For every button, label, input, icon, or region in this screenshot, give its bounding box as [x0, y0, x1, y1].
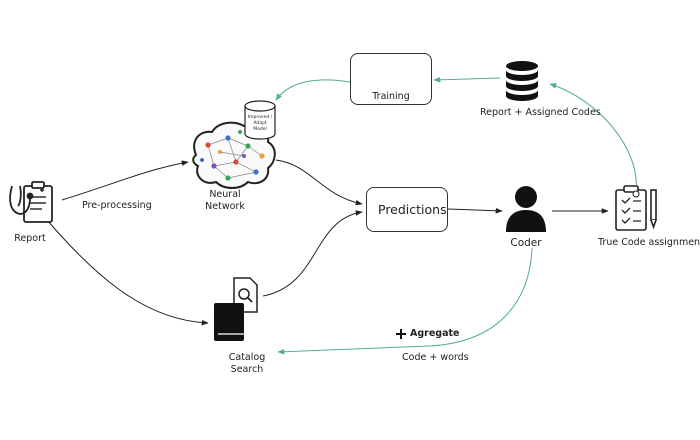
- arrow-catalog-to-predictions: [262, 210, 363, 297]
- report-assigned-label: Report + Assigned Codes: [480, 107, 601, 118]
- code-words-label: Code + words: [402, 352, 469, 363]
- aggregate-label: Agregate: [410, 328, 460, 339]
- arrow-database-to-training: [433, 77, 501, 83]
- improved-model-label: Improved / Adapt Model: [247, 115, 273, 132]
- true-code-label: True Code assignment: [598, 237, 700, 248]
- book-search-icon: [214, 277, 258, 341]
- person-icon: [506, 186, 546, 232]
- training-box: [350, 53, 432, 105]
- model-cylinder-icon: [244, 100, 276, 140]
- arrow-network-to-predictions: [275, 159, 363, 206]
- arrow-report-to-network: [61, 160, 189, 201]
- arrow-training-to-model: [275, 79, 351, 101]
- predictions-box: [366, 187, 448, 232]
- arrow-predictions-to-coder: [447, 207, 503, 214]
- report-label: Report: [14, 233, 46, 244]
- clipboard-checklist-icon: [615, 185, 657, 231]
- arrow-truecode-to-database: [549, 83, 637, 191]
- database-icon: [506, 61, 538, 101]
- predictions-label: Predictions: [378, 202, 447, 217]
- arrow-report-to-catalog: [39, 211, 209, 326]
- neural-network-label: Neural Network: [205, 189, 245, 212]
- catalog-search-label: Catalog Search: [228, 352, 266, 375]
- preprocessing-label: Pre-processing: [82, 200, 152, 211]
- arrow-coder-to-catalog: [277, 247, 533, 355]
- medical-report-stethoscope-icon: [9, 181, 53, 223]
- training-label: Training: [372, 91, 410, 102]
- plus-icon: [396, 329, 406, 339]
- coder-label: Coder: [510, 237, 542, 249]
